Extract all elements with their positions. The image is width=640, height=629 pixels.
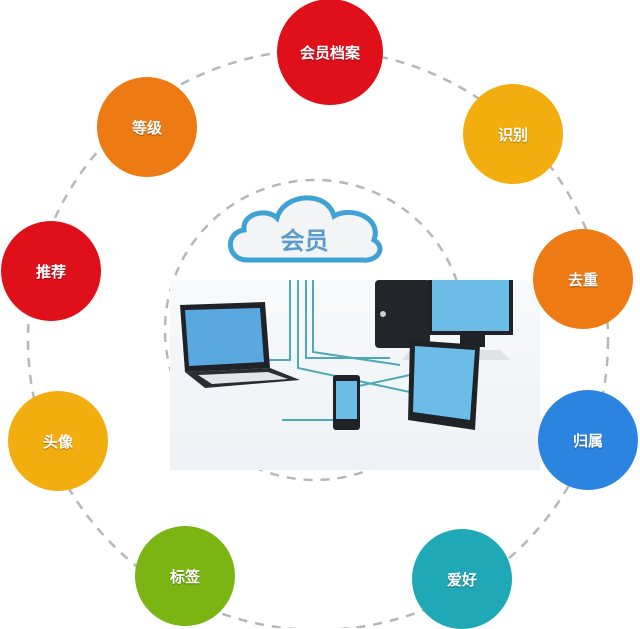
node-1: 识别 bbox=[463, 84, 563, 184]
node-label: 推荐 bbox=[35, 262, 66, 281]
node-2: 去重 bbox=[533, 229, 633, 329]
node-label: 标签 bbox=[169, 567, 200, 586]
node-8: 等级 bbox=[97, 77, 197, 177]
node-7: 推荐 bbox=[1, 221, 101, 321]
node-label: 会员档案 bbox=[299, 43, 360, 62]
node-label: 识别 bbox=[497, 125, 528, 144]
node-label: 等级 bbox=[131, 118, 162, 137]
node-6: 头像 bbox=[8, 391, 108, 491]
node-3: 归属 bbox=[538, 390, 638, 490]
node-label: 头像 bbox=[42, 432, 73, 451]
cloud-member: 会员 bbox=[222, 188, 387, 268]
node-4: 爱好 bbox=[412, 529, 512, 629]
node-label: 归属 bbox=[572, 431, 603, 450]
node-0: 会员档案 bbox=[277, 0, 383, 105]
node-label: 去重 bbox=[567, 270, 598, 289]
node-label: 爱好 bbox=[446, 570, 477, 589]
node-5: 标签 bbox=[135, 526, 235, 626]
cloud-label: 会员 bbox=[280, 227, 329, 255]
devices-illustration bbox=[170, 260, 540, 470]
